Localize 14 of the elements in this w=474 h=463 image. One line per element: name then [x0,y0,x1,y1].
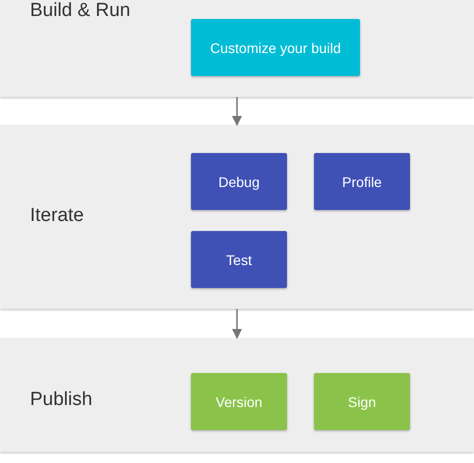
step-box: Debug [191,153,287,210]
arrow [232,97,242,126]
step-box: Profile [314,153,410,210]
stage-panel [0,338,474,452]
stage-heading: Iterate [30,205,84,227]
step-box: Version [191,373,287,430]
stage-panel [0,0,474,97]
stage-heading: Publish [30,389,92,411]
stage-panel [0,125,474,309]
step-box: Sign [314,373,410,430]
stage-heading: Build & Run [30,0,130,22]
step-box: Customize your build [191,19,360,76]
arrow [232,309,242,339]
step-box: Test [191,231,287,288]
